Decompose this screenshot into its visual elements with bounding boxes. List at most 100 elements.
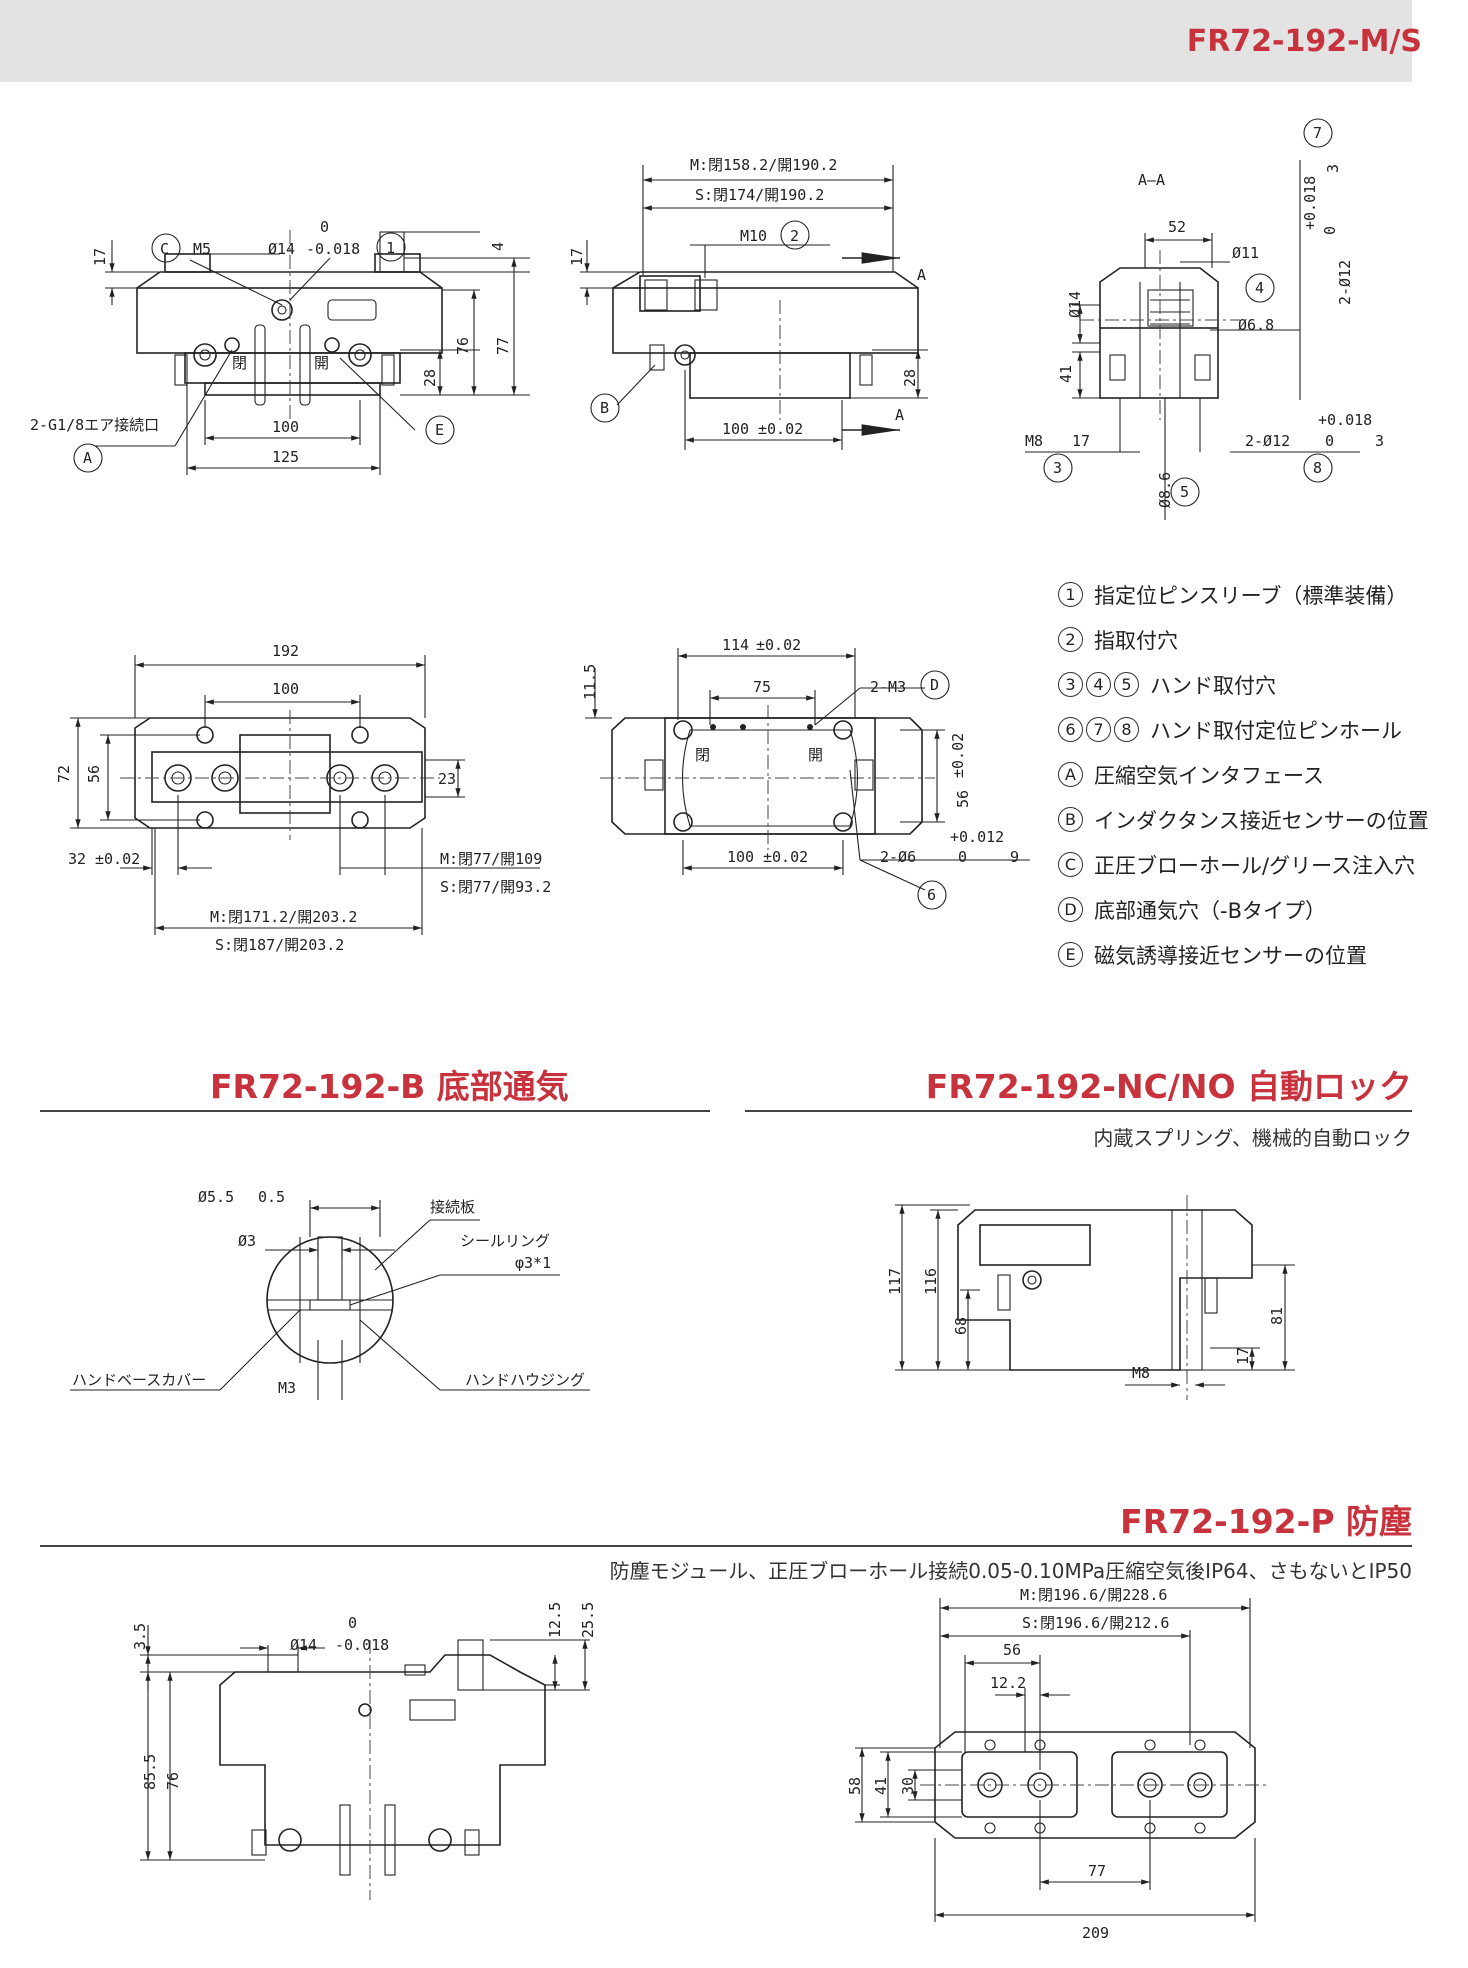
side-tol-100: ±0.02	[758, 420, 803, 438]
front-dim-125: 125	[272, 448, 299, 466]
p-top-view	[855, 1598, 1270, 1922]
section-rule-b	[40, 1110, 710, 1112]
legend-item: 2 指取付穴	[1058, 617, 1429, 662]
top-dim-32: 32	[68, 850, 86, 868]
side-marker-2: 2	[790, 227, 799, 245]
section-title-b: FR72-192-B 底部通気	[210, 1067, 569, 1106]
p-top-dim-77: 77	[1088, 1862, 1106, 1880]
section-dim-52: 52	[1168, 218, 1186, 236]
front-close-label: 閉	[232, 354, 247, 372]
bottom-tol-bot: 0	[958, 848, 967, 866]
top-dim-56: 56	[85, 765, 103, 783]
p-dim-76: 76	[164, 1772, 182, 1790]
legend-item: C 正圧ブローホール/グリース注入穴	[1058, 842, 1429, 887]
front-dim-77: 77	[494, 337, 512, 355]
p-dim-3-5: 3.5	[131, 1623, 149, 1650]
section-phi11: Ø11	[1232, 244, 1259, 262]
bottom-close-label: 閉	[695, 746, 710, 764]
p-tol-top: 0	[348, 1614, 357, 1632]
p-top-dim-30: 30	[899, 1777, 917, 1795]
front-phi14: Ø14	[268, 240, 295, 258]
top-dim-23: 23	[438, 770, 456, 788]
legend-marker: 3	[1058, 672, 1083, 697]
front-tol-top: 0	[320, 218, 329, 236]
b-seal-label: シールリング	[460, 1232, 550, 1250]
bottom-marker-6: 6	[927, 886, 936, 904]
top-dim-100: 100	[272, 680, 299, 698]
side-m10: M10	[740, 227, 767, 245]
side-dim-100: 100	[722, 420, 749, 438]
section-dim-41: 41	[1057, 365, 1075, 383]
nc-dim-17: 17	[1234, 1347, 1252, 1365]
header-bar	[0, 0, 1412, 82]
section-rule-nc	[745, 1110, 1412, 1112]
section-title-p: FR72-192-P 防塵	[1120, 1502, 1412, 1541]
section-v-depth: 3	[1324, 164, 1342, 173]
legend-marker: 6	[1058, 717, 1083, 742]
front-marker-a: A	[83, 449, 92, 467]
nc-dim-81: 81	[1268, 1307, 1286, 1325]
side-a-top: A	[917, 266, 926, 284]
front-marker-e: E	[435, 421, 444, 439]
bottom-dim-11-5: 11.5	[581, 664, 599, 700]
b-seal-size: φ3*1	[515, 1254, 551, 1272]
legend-text: ハンド取付定位ピンホール	[1150, 718, 1402, 743]
legend-item: E 磁気誘導接近センサーの位置	[1058, 932, 1429, 977]
section-phi6-8: Ø6.8	[1238, 316, 1274, 334]
p-top-s-length: S:閉196.6/開212.6	[1022, 1614, 1169, 1632]
legend-marker: 1	[1058, 582, 1083, 607]
top-dim-72: 72	[55, 765, 73, 783]
legend-marker: D	[1058, 897, 1083, 922]
bottom-view	[585, 648, 1030, 910]
nc-detail-view	[895, 1195, 1295, 1400]
section-v-tol-bot: 0	[1321, 226, 1339, 235]
side-m-length: M:閉158.2/開190.2	[690, 156, 837, 174]
top-m-open: M:閉77/開109	[440, 850, 542, 868]
section-phi8-6: Ø8.6	[1156, 472, 1174, 508]
section-title-nc: FR72-192-NC/NO 自動ロック	[925, 1067, 1412, 1106]
nc-dim-117: 117	[886, 1268, 904, 1295]
front-dim-17: 17	[91, 248, 109, 266]
section-aa-view	[1025, 118, 1360, 520]
side-dim-17: 17	[568, 248, 586, 266]
front-open-label: 開	[314, 354, 329, 372]
b-depth-0-5: 0.5	[258, 1188, 285, 1206]
top-s-open: S:閉77/開93.2	[440, 878, 551, 896]
top-s-total: S:閉187/開203.2	[215, 936, 344, 954]
legend-marker: 4	[1086, 672, 1111, 697]
legend-item: D 底部通気穴（-Bタイプ）	[1058, 887, 1429, 932]
front-view	[73, 230, 530, 475]
front-marker-c: C	[160, 240, 169, 258]
section-marker-8: 8	[1313, 459, 1322, 477]
legend-marker: 7	[1086, 717, 1111, 742]
p-dim-85-5: 85.5	[141, 1754, 159, 1790]
p-dim-12-5: 12.5	[546, 1602, 564, 1638]
legend-item: 3 4 5 ハンド取付穴	[1058, 662, 1429, 707]
front-dim-28: 28	[421, 369, 439, 387]
front-dim-76: 76	[454, 337, 472, 355]
bottom-marker-d: D	[930, 676, 939, 694]
bottom-depth-9: 9	[1010, 848, 1019, 866]
legend-item: 6 7 8 ハンド取付定位ピンホール	[1058, 707, 1429, 752]
section-marker-7: 7	[1313, 124, 1322, 142]
legend-marker: 5	[1114, 672, 1139, 697]
legend-text: 指取付穴	[1094, 628, 1178, 653]
side-view	[580, 165, 928, 450]
section-rule-p	[40, 1545, 1412, 1547]
front-m5: M5	[193, 240, 211, 258]
p-front-view	[140, 1625, 590, 1900]
b-m3: M3	[278, 1379, 296, 1397]
p-phi14: Ø14	[290, 1636, 317, 1654]
p-dim-25-5: 25.5	[579, 1602, 597, 1638]
legend-text: 底部通気穴（-Bタイプ）	[1094, 898, 1326, 923]
legend-text: インダクタンス接近センサーの位置	[1094, 808, 1429, 833]
b-phi5-5: Ø5.5	[198, 1188, 234, 1206]
bottom-dim-114: 114	[722, 636, 749, 654]
legend-marker: A	[1058, 762, 1083, 787]
section-depth-3: 3	[1375, 432, 1384, 450]
front-marker-1: 1	[386, 239, 395, 257]
side-marker-b: B	[600, 399, 609, 417]
legend-text: 正圧ブローホール/グリース注入穴	[1094, 853, 1416, 878]
p-tol-bot: -0.018	[335, 1636, 389, 1654]
